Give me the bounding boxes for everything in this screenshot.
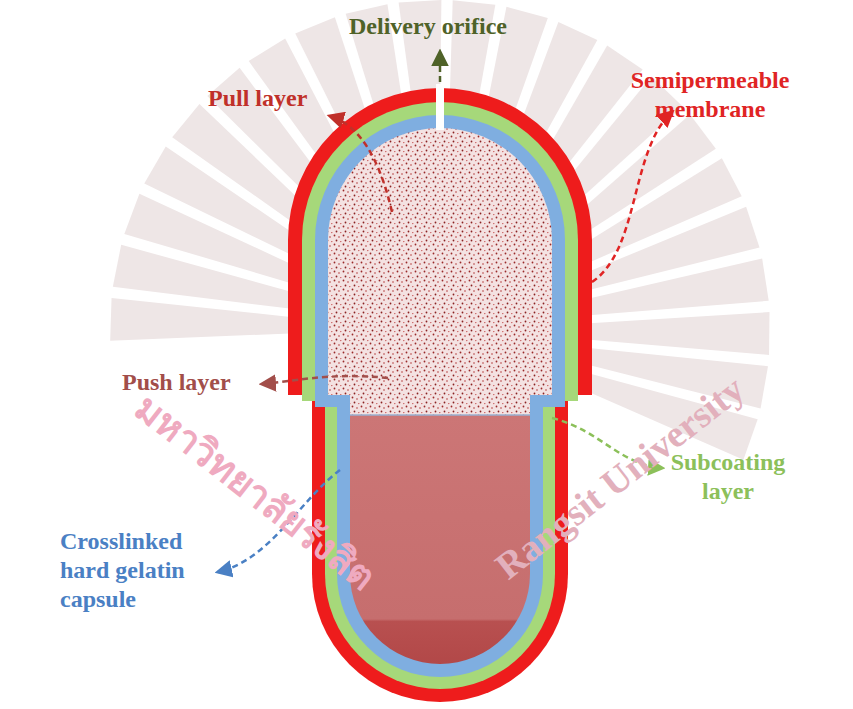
- watermark-text: มหาวิทยาลัยรังสิต: [99, 364, 411, 622]
- layer-boundary: [350, 414, 530, 416]
- watermark-ray: [587, 258, 769, 315]
- part-label: Semipermeable membrane: [615, 66, 805, 124]
- cap-membrane: [288, 88, 592, 395]
- body-gelatin: [337, 360, 543, 677]
- leader-line: [592, 112, 672, 282]
- cap-subcoat: [302, 102, 578, 401]
- part-label: Pull layer: [208, 84, 333, 113]
- leader-line: [262, 376, 388, 384]
- part-label: Crosslinked hard gelatin capsule: [60, 527, 212, 613]
- pull-layer-lower: [350, 394, 530, 415]
- part-label: Delivery orifice: [313, 12, 543, 41]
- watermark-ray: [590, 312, 770, 355]
- capsule: [288, 84, 592, 702]
- body-subcoat: [325, 360, 555, 689]
- leader-line: [439, 52, 442, 82]
- delivery-orifice: [436, 84, 444, 130]
- cap-gelatin: [315, 115, 565, 407]
- leader-line: [330, 116, 392, 212]
- pull-layer: [328, 128, 552, 395]
